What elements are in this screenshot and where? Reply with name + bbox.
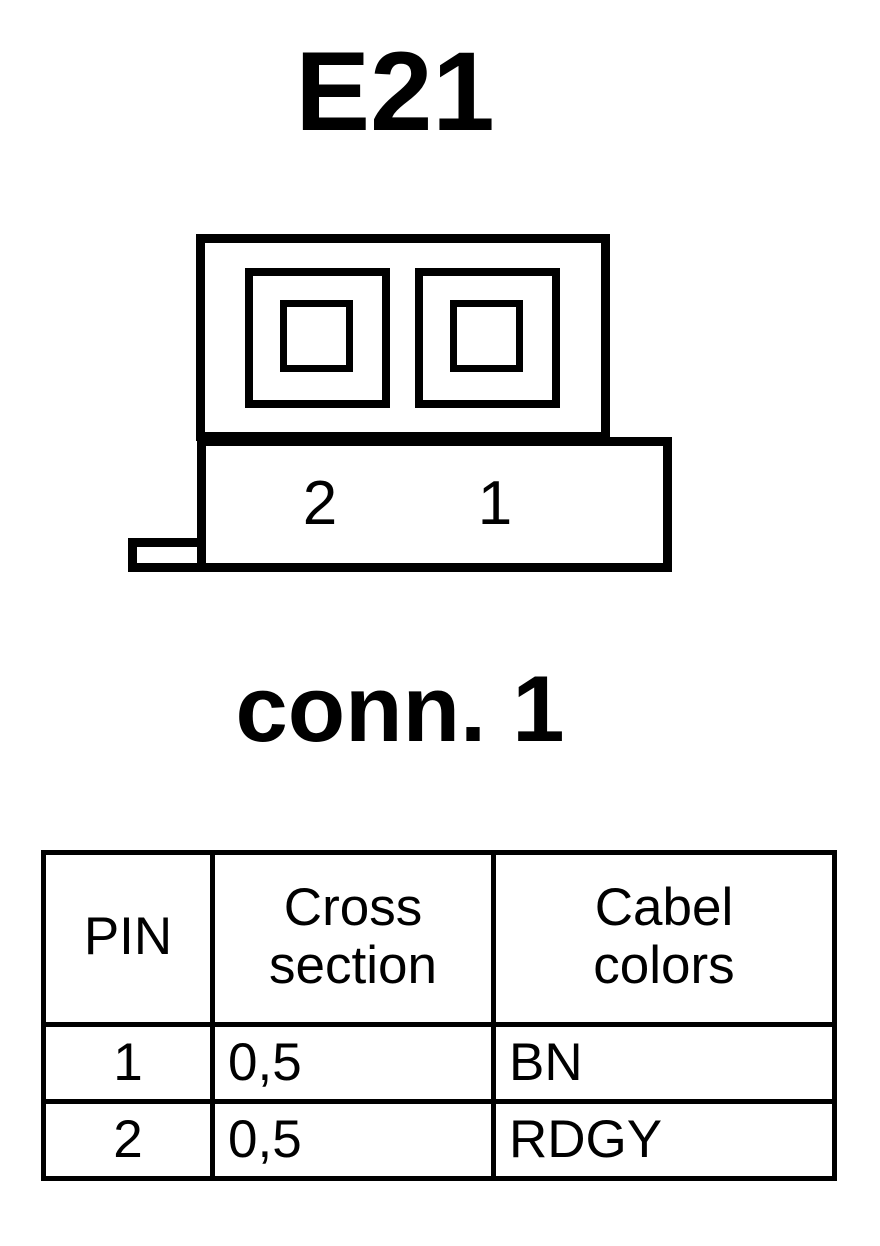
column-header-cabel-colors: Cabel colors [491, 850, 837, 1027]
column-header-cabel-colors-line1: Cabel [594, 878, 734, 938]
terminal-cavity-2-inner [280, 300, 353, 372]
retaining-tab [128, 538, 206, 572]
terminal-cavity-1-outer [415, 268, 560, 408]
connector-caption: conn. 1 [235, 656, 565, 761]
page-title: E21 [295, 29, 495, 154]
cell-pin: 2 [41, 1099, 215, 1181]
table-row: 2 0,5 RDGY [41, 1099, 837, 1181]
cell-cross-section: 0,5 [210, 1099, 496, 1181]
terminal-cavity-1-inner [450, 300, 523, 372]
cell-cabel-colors: RDGY [491, 1099, 837, 1181]
lower-housing-outline [197, 437, 672, 572]
column-header-pin: PIN [41, 850, 215, 1027]
table-header-row: PIN Cross section Cabel colors [41, 850, 837, 1027]
cell-cabel-colors: BN [491, 1022, 837, 1104]
connector-pin-label-2: 2 [302, 469, 338, 538]
connector-pin-label-1: 1 [477, 469, 513, 538]
table-row: 1 0,5 BN [41, 1022, 837, 1104]
pin-assignment-table: PIN Cross section Cabel colors 1 0,5 BN … [41, 850, 837, 1181]
upper-housing-outline [196, 234, 610, 441]
terminal-cavity-2-outer [245, 268, 390, 408]
column-header-cross-section-line2: section [269, 935, 437, 995]
cell-cross-section: 0,5 [210, 1022, 496, 1104]
column-header-cross-section-line1: Cross [283, 878, 423, 938]
column-header-cross-section: Cross section [210, 850, 496, 1027]
cell-pin: 1 [41, 1022, 215, 1104]
column-header-cabel-colors-line2: colors [593, 935, 735, 995]
